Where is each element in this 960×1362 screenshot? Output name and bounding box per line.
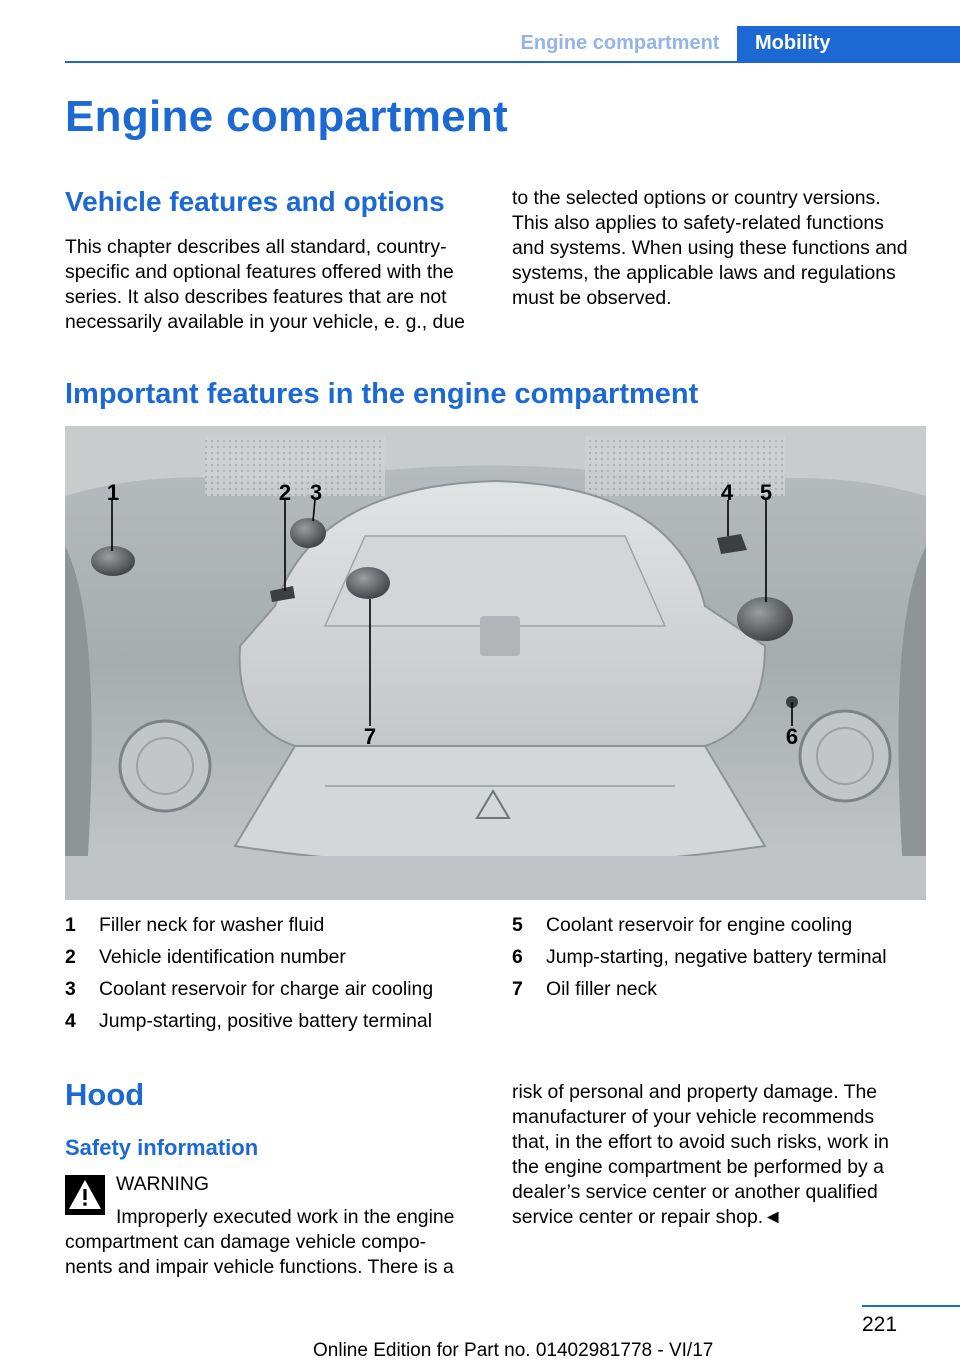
warning-text-col2: risk of personal and property damage. Th… <box>512 1080 942 1230</box>
legend-item: 2 Vehicle identification number <box>65 941 433 973</box>
text-line: nents and impair vehicle functions. Ther… <box>65 1256 454 1278</box>
legend-label: Coolant reservoir for charge air cooling <box>99 978 434 1000</box>
legend-label: Jump-starting, positive battery terminal <box>99 1010 433 1032</box>
text-line: necessarily available in your vehicle, e… <box>65 311 465 333</box>
warning-text-col1: compartment can damage vehicle compo- ne… <box>65 1230 485 1280</box>
legend-right: 5 Coolant reservoir for engine cooling 6 J… <box>512 909 887 1005</box>
callout-5: 5 <box>760 480 772 505</box>
features-text-col1: This chapter describes all standard, cou… <box>65 235 485 335</box>
legend-number: 5 <box>512 914 523 936</box>
legend-label: Coolant reservoir for engine cooling <box>546 914 853 936</box>
text-line: systems, the applicable laws and regulat… <box>512 262 896 284</box>
header-chapter-tab: Mobility <box>737 26 960 62</box>
text-line: manufacturer of your vehicle recommends <box>512 1106 875 1128</box>
hood-heading: Hood <box>65 1077 145 1112</box>
text-line: risk of personal and property damage. Th… <box>512 1081 878 1103</box>
legend-number: 7 <box>512 978 523 1000</box>
header-section-tab: Engine compartment <box>520 32 720 54</box>
text-line: This also applies to safety-related func… <box>512 212 884 234</box>
legend-number: 3 <box>65 978 76 1000</box>
warning-text-first-line: Improperly executed work in the engine <box>116 1206 455 1228</box>
features-heading: Vehicle features and options <box>65 186 445 217</box>
legend-number: 2 <box>65 946 76 968</box>
edition-note: Online Edition for Part no. 01402981778 … <box>313 1340 714 1361</box>
legend-item: 4 Jump-starting, positive battery termina… <box>65 1005 433 1037</box>
text-line: service center or repair shop.◄ <box>512 1206 783 1228</box>
header-rule <box>65 61 960 63</box>
legend-number: 1 <box>65 914 76 936</box>
callout-3: 3 <box>310 480 322 505</box>
header-chapter-label: Mobility <box>755 32 831 54</box>
text-line: that, in the effort to avoid such risks,… <box>512 1131 889 1153</box>
callout-1: 1 <box>107 480 119 505</box>
warning-label: WARNING <box>116 1173 209 1195</box>
callout-6: 6 <box>786 724 798 749</box>
callout-2: 2 <box>279 480 291 505</box>
warning-triangle-icon <box>65 1175 105 1215</box>
legend-item: 1 Filler neck for washer fluid <box>65 909 433 941</box>
safety-info-heading: Safety information <box>65 1135 259 1160</box>
legend-label: Jump-starting, negative battery terminal <box>546 946 887 968</box>
text-line: to the selected options or country versi… <box>512 187 881 209</box>
text-line: must be observed. <box>512 287 672 309</box>
legend-number: 6 <box>512 946 523 968</box>
legend-item: 3 Coolant reservoir for charge air coolin… <box>65 973 433 1005</box>
features-text-col2: to the selected options or country versi… <box>512 186 942 311</box>
legend-number: 4 <box>65 1010 76 1032</box>
important-heading: Important features in the engine compart… <box>65 378 699 410</box>
legend-item: 6 Jump-starting, negative battery termina… <box>512 941 887 973</box>
legend-item: 7 Oil filler neck <box>512 973 887 1005</box>
footer-rule <box>862 1305 960 1307</box>
legend-label: Oil filler neck <box>546 978 657 1000</box>
engine-compartment-illustration: 1 2 3 4 5 6 7 <box>65 426 926 900</box>
legend-label: Vehicle identification number <box>99 946 346 968</box>
text-line: and systems. When using these functions … <box>512 237 908 259</box>
legend-label: Filler neck for washer fluid <box>99 914 325 936</box>
text-line: compartment can damage vehicle compo- <box>65 1231 427 1253</box>
legend-item: 5 Coolant reservoir for engine cooling <box>512 909 887 941</box>
page-title: Engine compartment <box>65 92 509 141</box>
text-line: series. It also describes features that … <box>65 286 447 308</box>
text-line: specific and optional features offered w… <box>65 261 454 283</box>
callout-7: 7 <box>364 724 376 749</box>
text-line: This chapter describes all standard, cou… <box>65 236 447 258</box>
text-line: dealer’s service center or another quali… <box>512 1181 878 1203</box>
page-number: 221 <box>862 1313 898 1336</box>
text-line: the engine compartment be performed by a <box>512 1156 884 1178</box>
legend-left: 1 Filler neck for washer fluid 2 Vehicle i… <box>65 909 433 1037</box>
callout-4: 4 <box>721 480 734 505</box>
